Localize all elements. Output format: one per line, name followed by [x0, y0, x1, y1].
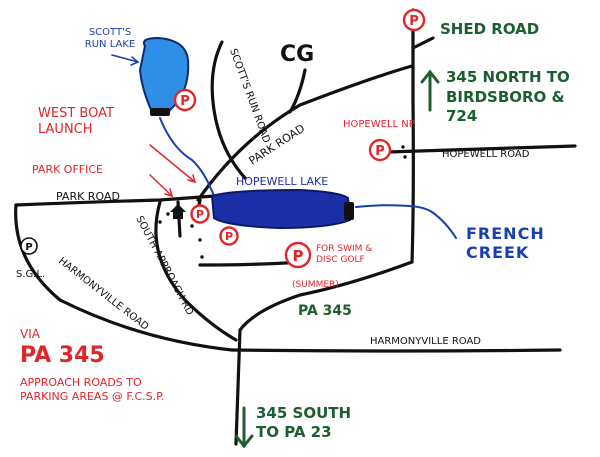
sgl-label: S.G.L. — [16, 269, 46, 280]
pa345-south-road — [234, 260, 414, 446]
legend-via: VIA — [20, 327, 40, 341]
shed-road-spur — [411, 36, 435, 50]
pa345-road-label: PA 345 — [298, 303, 352, 319]
hopewell-np-label: HOPEWELL NP — [343, 119, 415, 130]
parking-markers — [20, 8, 426, 269]
scotts-lake-pointer — [111, 54, 139, 63]
park-road-north — [196, 64, 414, 202]
park-office-pointer — [149, 174, 173, 197]
parking-letters: P P P P P P P — [25, 14, 418, 265]
parking-sign-icon — [173, 88, 197, 112]
arrow-down-icon — [234, 406, 254, 449]
parking-letter: P — [180, 94, 190, 109]
park-road-west — [14, 194, 217, 207]
pa345-north-road — [410, 8, 415, 264]
shed-road-label: SHED ROAD — [440, 20, 540, 38]
boat-launch-pointer — [149, 144, 196, 183]
summer-label: (SUMMER) — [292, 280, 339, 290]
south-approach-road — [154, 200, 238, 342]
west-boat-launch-label: WEST BOAT LAUNCH — [38, 106, 114, 138]
french-creek-label: FRENCH CREEK — [466, 224, 545, 263]
hopewell-lake-label: HOPEWELL LAKE — [236, 175, 329, 188]
home-icon — [170, 204, 186, 219]
hopewell-road — [386, 144, 577, 154]
park-office-label: PARK OFFICE — [32, 163, 103, 176]
french-creek-line — [355, 204, 457, 239]
pointer-arrows — [111, 54, 197, 198]
parking-letter: P — [409, 14, 419, 29]
parking-sign-icon — [284, 241, 312, 269]
scotts-run-outflow — [159, 117, 215, 197]
boat-launch-pointer-head — [187, 174, 197, 184]
scotts-run-road-line — [210, 40, 247, 180]
parking-letter: P — [25, 242, 32, 253]
harmonyville-road-east-label: HARMONYVILLE ROAD — [370, 336, 482, 347]
parking-sign-icon — [190, 204, 210, 224]
north-direction-label: 345 NORTH TO BIRDSBORO & 724 — [446, 68, 570, 125]
parking-sign-icon — [368, 138, 392, 162]
trail-dots — [158, 145, 407, 259]
legend-route: PA 345 — [20, 343, 105, 368]
parking-sign-icon — [20, 237, 38, 255]
hopewell-lake — [210, 188, 354, 230]
south-direction-label: 345 SOUTH TO PA 23 — [256, 404, 352, 441]
parking-sign-icon — [219, 226, 239, 246]
harmonyville-road-west — [14, 203, 234, 352]
park-road-west-label: PARK ROAD — [56, 190, 120, 203]
cg-road — [288, 68, 307, 114]
cg-label: CG — [280, 42, 315, 67]
harmonyville-road-east — [230, 348, 562, 353]
scotts-lake-pointer-head — [130, 56, 140, 66]
parking-letter: P — [293, 247, 304, 265]
park-office-pointer-head — [164, 188, 174, 198]
swim-disc-golf-label: FOR SWIM & DISC GOLF — [316, 244, 373, 266]
hopewell-road-label: HOPEWELL ROAD — [442, 149, 530, 160]
harmonyville-road-west-label: HARMONYVILLE ROAD — [56, 256, 150, 333]
scotts-run-road-label: SCOTT'S RUN ROAD — [227, 47, 272, 145]
south-approach-rd-label: SOUTH APPROACH RD — [133, 214, 195, 317]
parking-letter: P — [196, 208, 204, 221]
parking-letter: P — [375, 144, 385, 159]
parking-sign-icon — [402, 8, 426, 32]
legend-note: APPROACH ROADS TO PARKING AREAS @ F.C.S.… — [20, 376, 165, 403]
arrow-up-icon — [420, 69, 440, 112]
swim-lot-lane — [198, 260, 302, 267]
scotts-run-lake-label: SCOTT'S RUN LAKE — [84, 27, 136, 50]
creek-lines — [159, 117, 457, 239]
parking-letter: P — [225, 230, 233, 243]
